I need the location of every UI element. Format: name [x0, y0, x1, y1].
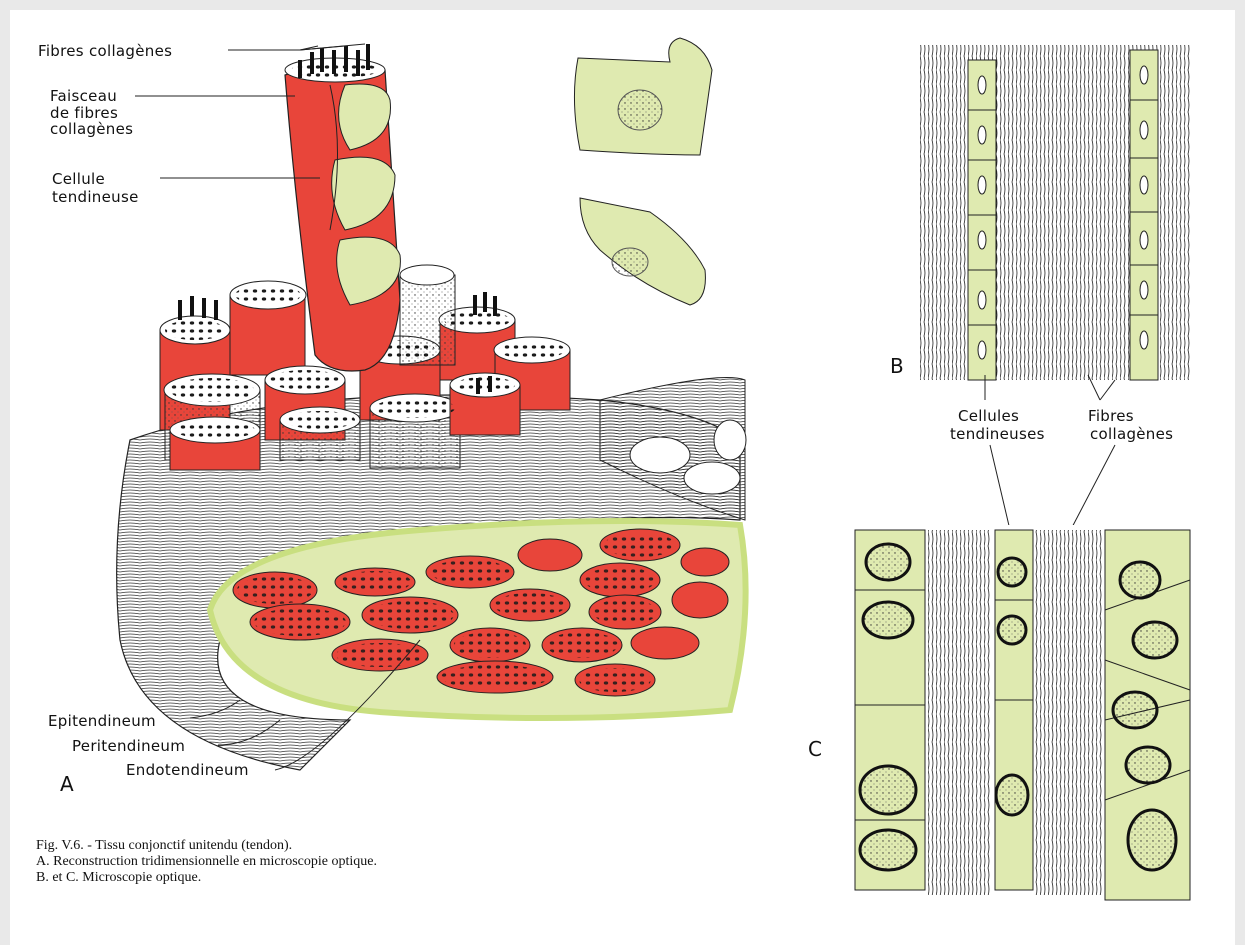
cell-column-right: [1130, 50, 1158, 380]
label-peritendineum: Peritendineum: [72, 737, 185, 755]
cell-column-left: [968, 60, 996, 380]
figure-caption: Fig. V.6. - Tissu conjonctif unitendu (t…: [36, 838, 377, 886]
vessel: [714, 420, 746, 460]
tendon-cells-a: [330, 84, 400, 305]
label-cellule-2: tendineuse: [52, 188, 139, 206]
label-fibres-b-2: collagènes: [1090, 425, 1173, 443]
vessel: [684, 462, 740, 494]
caption-line-1: Fig. V.6. - Tissu conjonctif unitendu (t…: [36, 838, 377, 854]
caption-line-3: B. et C. Microscopie optique.: [36, 870, 377, 886]
cell-column-c-left: [855, 530, 925, 890]
panel-c-letter: C: [808, 740, 822, 758]
panel-a-letter: A: [60, 775, 74, 793]
cell-column-c-right: [1105, 530, 1190, 900]
label-faisceau-1: Faisceau: [50, 87, 117, 105]
label-cellule-1: Cellule: [52, 170, 105, 188]
caption-line-2: A. Reconstruction tridimensionnelle en m…: [36, 854, 377, 870]
label-endotendineum: Endotendineum: [126, 761, 249, 779]
isolated-cells: [574, 38, 712, 305]
panel-c-drawing: [850, 525, 1220, 900]
label-cellules-1: Cellules: [958, 407, 1019, 425]
leader-lines-b: [985, 375, 1115, 535]
label-cellules-2: tendineuses: [950, 425, 1045, 443]
cell-column-c-mid: [995, 530, 1033, 890]
label-faisceau-3: collagènes: [50, 120, 133, 138]
panel-b-letter: B: [890, 357, 904, 375]
vessel: [630, 437, 690, 473]
label-fibres-b-1: Fibres: [1088, 407, 1134, 425]
panel-b-drawing: [920, 45, 1190, 535]
label-epitendineum: Epitendineum: [48, 712, 156, 730]
label-fibres-collagenes-a: Fibres collagènes: [38, 42, 172, 60]
